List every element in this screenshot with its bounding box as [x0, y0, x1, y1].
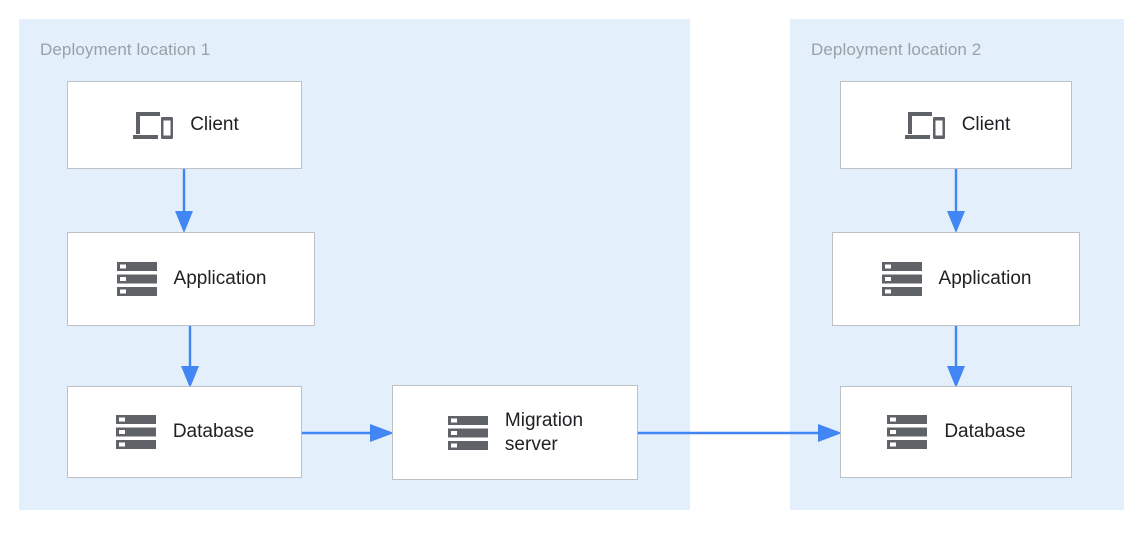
connector-db1-to-migration — [298, 417, 398, 449]
server-icon — [886, 414, 928, 450]
node-label: Client — [961, 114, 1011, 135]
connector-client1-to-app1 — [168, 165, 200, 237]
node-label: Database — [944, 421, 1026, 442]
node-label: Migration server — [504, 409, 584, 455]
connector-app1-to-db1 — [174, 322, 206, 392]
node-label: Database — [172, 421, 255, 442]
node-database-1[interactable]: Database — [67, 386, 302, 478]
node-application-2[interactable]: Application — [832, 232, 1080, 326]
node-database-2[interactable]: Database — [840, 386, 1072, 478]
node-label: Client — [190, 114, 239, 135]
node-label: Application — [173, 268, 267, 289]
node-migration-server[interactable]: Migration server — [392, 385, 638, 480]
devices-icon — [130, 109, 174, 141]
connector-app2-to-db2 — [940, 322, 972, 392]
server-icon — [881, 261, 923, 297]
node-label: Application — [938, 268, 1032, 289]
devices-icon — [902, 109, 946, 141]
server-icon — [116, 261, 158, 297]
connector-migration-to-db2 — [634, 417, 846, 449]
server-icon — [115, 414, 157, 450]
server-icon — [447, 415, 489, 451]
node-client-2[interactable]: Client — [840, 81, 1072, 169]
deployment-zone-2-title: Deployment location 2 — [811, 40, 982, 59]
node-client-1[interactable]: Client — [67, 81, 302, 169]
node-application-1[interactable]: Application — [67, 232, 315, 326]
deployment-zone-1-title: Deployment location 1 — [40, 40, 211, 59]
connector-client2-to-app2 — [940, 165, 972, 237]
